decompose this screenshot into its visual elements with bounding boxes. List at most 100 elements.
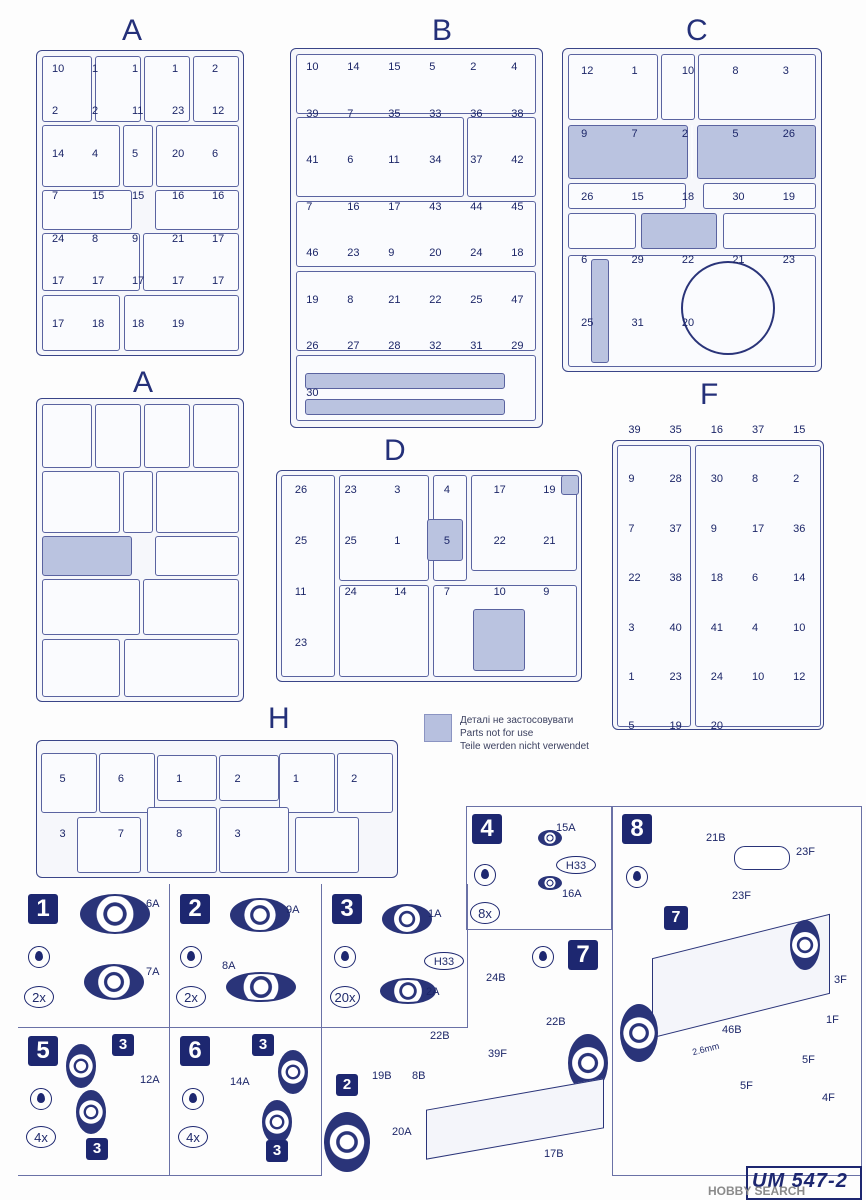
sprue-a2-cell-sprocket bbox=[156, 471, 239, 533]
step-1-number: 1 bbox=[28, 894, 58, 924]
sprue-a2-frame bbox=[36, 398, 244, 702]
glue-icon bbox=[180, 946, 202, 968]
sprue-a-cell-sprocket bbox=[156, 125, 239, 187]
sprue-h-plate bbox=[147, 807, 217, 873]
part-label: 39F bbox=[488, 1048, 507, 1060]
part-label: 21B bbox=[706, 832, 726, 844]
step-1-frame bbox=[18, 884, 170, 1028]
sprue-c-cell bbox=[691, 125, 693, 179]
glue-icon bbox=[182, 1088, 204, 1110]
sprue-h-plate bbox=[219, 807, 289, 873]
sprue-d-unused-cell bbox=[561, 475, 579, 495]
sprue-b-fender-lower bbox=[305, 399, 505, 415]
step-2-quantity: 2x bbox=[176, 986, 206, 1008]
sprue-a-cell-rollers bbox=[42, 190, 132, 230]
sprue-h-title: H bbox=[268, 702, 290, 735]
sprue-h-plate bbox=[219, 755, 279, 801]
unused-parts-swatch bbox=[424, 714, 452, 742]
part-label: 22B bbox=[546, 1016, 566, 1028]
sprue-c-cell bbox=[703, 183, 816, 209]
legend-ukrainian: Деталі не застосовувати bbox=[460, 715, 574, 726]
part-label: 24B bbox=[486, 972, 506, 984]
sprue-c-cell bbox=[568, 213, 636, 249]
part-label: 3F bbox=[834, 974, 847, 986]
hobby-search-watermark: HOBBY SEARCH bbox=[708, 1184, 806, 1198]
part-label: 17B bbox=[544, 1148, 564, 1160]
sprue-a2-cell-wheels bbox=[95, 404, 141, 468]
sprue-a-cell-track bbox=[124, 295, 239, 351]
part-label: 12A bbox=[140, 1074, 160, 1086]
sprue-a-cell-arms bbox=[42, 125, 120, 187]
part-label: 16A bbox=[562, 888, 582, 900]
step-4-quantity: 8x bbox=[470, 902, 500, 924]
sprue-d-unused-cell bbox=[473, 609, 525, 671]
part-label: 7A bbox=[146, 966, 160, 978]
sprue-a2-cell-links bbox=[143, 579, 239, 635]
bogie-wheel-drawing bbox=[278, 1050, 308, 1094]
sprue-a-cell-wheels bbox=[193, 56, 239, 122]
sprue-f-cell-right bbox=[695, 445, 821, 727]
step-3-number: 3 bbox=[332, 894, 362, 924]
sprue-c-cell bbox=[723, 213, 816, 249]
part-number: 37 bbox=[751, 423, 765, 436]
sprue-a-cell-wheels bbox=[42, 56, 92, 122]
glue-icon bbox=[334, 946, 356, 968]
bogie-wheel-drawing bbox=[66, 1044, 96, 1088]
road-wheel-drawing bbox=[382, 904, 432, 934]
sprue-b-fender-upper bbox=[305, 373, 505, 389]
step-5-quantity: 4x bbox=[26, 1126, 56, 1148]
part-label: 1F bbox=[826, 1014, 839, 1026]
sprue-d-unused-cell bbox=[427, 519, 463, 561]
sprue-b-cell-parts bbox=[296, 201, 536, 267]
sprue-h-plate bbox=[279, 753, 335, 813]
sprue-h-plate bbox=[295, 817, 359, 873]
part-label: 23F bbox=[732, 890, 751, 902]
ref-step-3-badge: 3 bbox=[86, 1138, 108, 1160]
sprue-h-plate bbox=[41, 753, 97, 813]
sprue-c-cell bbox=[568, 183, 686, 209]
sprue-a2-cell-track bbox=[42, 639, 120, 697]
step-2-number: 2 bbox=[180, 894, 210, 924]
sprue-d-cell-mantlet bbox=[471, 475, 577, 571]
ref-step-2-badge: 2 bbox=[336, 1074, 358, 1096]
sprue-b-cell-rods bbox=[296, 54, 536, 114]
sprue-a-cell-small bbox=[123, 125, 153, 187]
sprue-a-cell-links bbox=[143, 233, 239, 291]
step-5-number: 5 bbox=[28, 1036, 58, 1066]
part-label: 1A bbox=[428, 908, 442, 920]
bogie-wheel-drawing bbox=[262, 1100, 292, 1144]
part-label: 23F bbox=[796, 846, 815, 858]
sprue-c-unused-cell bbox=[697, 125, 816, 179]
legend-german: Teile werden nicht verwendet bbox=[460, 741, 589, 752]
sprocket-drawing bbox=[80, 894, 150, 934]
sprue-a-frame bbox=[36, 50, 244, 356]
ref-step-3-badge: 3 bbox=[252, 1034, 274, 1056]
h33-reference: H33 bbox=[556, 856, 596, 874]
sprue-c-unused-cell bbox=[568, 125, 688, 179]
ref-step-3-badge: 3 bbox=[112, 1034, 134, 1056]
sprue-c-cell bbox=[661, 54, 695, 120]
part-label: 8B bbox=[412, 1070, 426, 1082]
glue-icon bbox=[474, 864, 496, 886]
step-7-number: 7 bbox=[568, 940, 598, 970]
glue-icon bbox=[532, 946, 554, 968]
step-8-frame bbox=[612, 806, 862, 1176]
part-number: 15 bbox=[793, 423, 806, 436]
footer-code-box bbox=[746, 1166, 862, 1200]
sprue-a2-cell-track bbox=[124, 639, 239, 697]
sprue-c-unused-strip bbox=[591, 259, 609, 363]
sprue-c-unused-cell bbox=[641, 213, 717, 249]
glue-icon bbox=[30, 1088, 52, 1110]
sprue-a-cell-rollers bbox=[155, 190, 239, 230]
sprocket-drawing bbox=[84, 964, 144, 1000]
part-label: 14A bbox=[230, 1076, 250, 1088]
part-label: 2A bbox=[426, 986, 440, 998]
sprue-h-plate bbox=[157, 755, 217, 801]
sprue-c-title: C bbox=[686, 14, 708, 47]
return-roller-drawing bbox=[538, 876, 562, 890]
sprue-b-cell-sides bbox=[296, 271, 536, 351]
sprue-f-title: F bbox=[700, 378, 719, 411]
exhaust-drawing bbox=[734, 846, 790, 870]
step-3-frame bbox=[322, 884, 468, 1028]
glue-icon bbox=[626, 866, 648, 888]
